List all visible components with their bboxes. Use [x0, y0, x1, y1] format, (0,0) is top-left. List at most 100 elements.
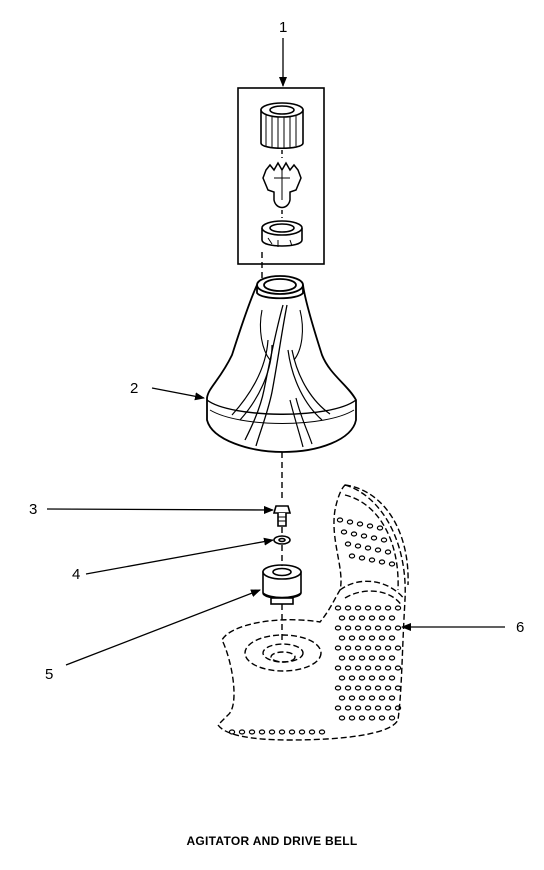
part-1-frame [237, 87, 325, 265]
perforation-hole [368, 557, 376, 563]
perforation-hole [388, 715, 396, 721]
perforation-hole [354, 625, 362, 631]
perforation-hole [308, 729, 316, 735]
perforation-hole [378, 615, 386, 621]
perforation-hole [354, 705, 362, 711]
perforation-hole [378, 715, 386, 721]
perforation-hole [348, 695, 356, 701]
perforation-hole [364, 685, 372, 691]
leader-2 [151, 387, 205, 401]
perforation-hole [358, 635, 366, 641]
leader-4 [85, 537, 274, 575]
perforation-hole [348, 615, 356, 621]
perforation-hole [344, 665, 352, 671]
perforation-hole [338, 615, 346, 621]
part-4-washer [273, 535, 291, 545]
perforation-hole [366, 523, 374, 529]
perforation-hole [334, 625, 342, 631]
callout-5: 5 [45, 666, 53, 683]
perforation-hole [336, 517, 344, 523]
perforation-hole [258, 729, 266, 735]
perforation-hole [384, 645, 392, 651]
perforation-hole [298, 729, 306, 735]
perforation-hole [358, 655, 366, 661]
perforation-hole [350, 531, 358, 537]
callout-3: 3 [29, 501, 37, 518]
perforation-hole [370, 535, 378, 541]
perforation-hole [354, 605, 362, 611]
callout-1: 1 [279, 19, 287, 36]
perforation-hole [238, 729, 246, 735]
perforation-hole [374, 625, 382, 631]
perforation-hole [384, 605, 392, 611]
part-5-drive-bell [262, 564, 302, 605]
perforation-hole [364, 625, 372, 631]
perforation-hole [388, 655, 396, 661]
perforation-hole [374, 605, 382, 611]
perforation-hole [334, 685, 342, 691]
perforation-hole [344, 625, 352, 631]
perforation-hole [378, 655, 386, 661]
perforation-hole [364, 705, 372, 711]
perforation-hole [388, 635, 396, 641]
perforation-hole [374, 685, 382, 691]
perforation-hole [384, 705, 392, 711]
perforation-hole [388, 615, 396, 621]
perforation-hole [388, 675, 396, 681]
perforation-hole [368, 715, 376, 721]
perforation-hole [348, 675, 356, 681]
perforation-hole [384, 665, 392, 671]
perforation-hole [348, 635, 356, 641]
perforation-hole [318, 729, 326, 735]
perforation-hole [374, 705, 382, 711]
perforation-hole [358, 715, 366, 721]
perforation-hole [358, 695, 366, 701]
perforation-hole [334, 705, 342, 711]
leader-3 [46, 505, 274, 514]
diagram-caption: AGITATOR AND DRIVE BELL [186, 834, 358, 848]
perforation-hole [334, 645, 342, 651]
perforation-hole [368, 635, 376, 641]
perforation-hole [380, 537, 388, 543]
part-6-basket-perforations [228, 517, 402, 735]
perforation-hole [354, 665, 362, 671]
perforation-hole [374, 645, 382, 651]
perforation-hole [394, 685, 402, 691]
perforation-hole [388, 695, 396, 701]
perforation-hole [376, 525, 384, 531]
perforation-hole [338, 675, 346, 681]
perforation-hole [344, 605, 352, 611]
perforation-hole [354, 685, 362, 691]
perforation-hole [364, 545, 372, 551]
perforation-hole [348, 655, 356, 661]
perforation-hole [354, 543, 362, 549]
perforation-hole [394, 665, 402, 671]
perforation-hole [356, 521, 364, 527]
perforation-hole [344, 705, 352, 711]
perforation-hole [344, 645, 352, 651]
perforation-hole [378, 675, 386, 681]
perforation-hole [340, 529, 348, 535]
perforation-hole [348, 553, 356, 559]
perforation-hole [354, 645, 362, 651]
perforation-hole [360, 533, 368, 539]
perforation-hole [378, 695, 386, 701]
perforation-hole [348, 715, 356, 721]
perforation-hole [228, 729, 236, 735]
perforation-hole [338, 695, 346, 701]
perforation-hole [394, 605, 402, 611]
perforation-hole [344, 685, 352, 691]
perforation-hole [248, 729, 256, 735]
perforation-hole [378, 635, 386, 641]
perforation-hole [358, 555, 366, 561]
perforation-hole [384, 625, 392, 631]
perforation-hole [364, 665, 372, 671]
perforation-hole [364, 605, 372, 611]
part-6-wash-basket [217, 484, 409, 741]
callout-4: 4 [72, 566, 80, 583]
perforation-hole [394, 645, 402, 651]
perforation-hole [394, 705, 402, 711]
perforation-hole [268, 729, 276, 735]
assembly-axis-line [261, 252, 283, 640]
